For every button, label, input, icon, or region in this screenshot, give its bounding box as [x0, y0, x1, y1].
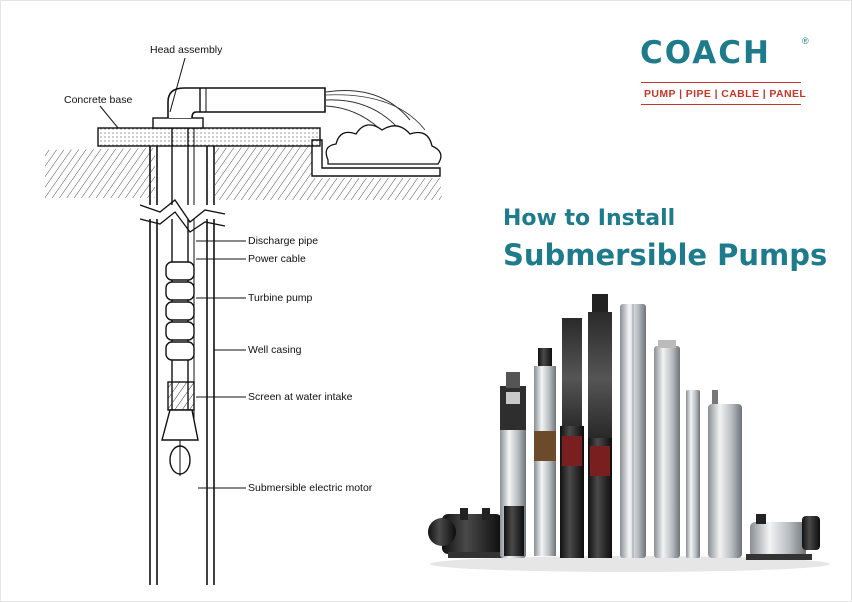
label-power-cable: Power cable	[248, 253, 306, 265]
label-discharge-pipe: Discharge pipe	[248, 235, 318, 247]
pump-5	[620, 304, 646, 558]
motor	[161, 409, 199, 441]
openwell-pump-right	[746, 514, 820, 560]
label-head-assembly: Head assembly	[150, 44, 223, 56]
ground-soil-right	[215, 146, 442, 200]
ground-soil	[45, 148, 155, 198]
tagline-rule-bottom	[641, 104, 801, 105]
pump-4	[588, 294, 612, 558]
pump-2	[534, 348, 556, 556]
label-screen: Screen at water intake	[248, 391, 353, 403]
heading-line-1: How to Install	[503, 206, 676, 231]
tagline-rule-top	[641, 82, 801, 83]
concrete-base	[97, 127, 321, 147]
pump-8	[708, 390, 742, 558]
brand-logo: COACH ® PUMP | PIPE | CABLE | PANEL	[640, 35, 810, 105]
pump-product-lineup	[428, 294, 830, 572]
well-diagram: Head assembly Concrete base Discharge pi…	[45, 44, 442, 585]
brand-tagline: PUMP | PIPE | CABLE | PANEL	[644, 88, 807, 100]
water-splash	[325, 124, 442, 165]
head-pipe	[167, 87, 326, 119]
pump-3	[560, 318, 584, 558]
pump-7	[686, 390, 700, 558]
monoblock-pump-left	[428, 508, 508, 558]
label-turbine-pump: Turbine pump	[248, 292, 313, 304]
heading-line-2: Submersible Pumps	[503, 238, 828, 272]
intake-screen	[167, 381, 195, 411]
turbine-pump	[165, 261, 195, 361]
pump-6	[654, 340, 680, 558]
pump-1	[500, 372, 526, 558]
label-concrete-base: Concrete base	[64, 94, 132, 106]
label-motor: Submersible electric motor	[248, 482, 373, 494]
brand-name: COACH	[640, 35, 771, 71]
label-well-casing: Well casing	[248, 344, 302, 356]
registered-mark: ®	[802, 36, 809, 46]
